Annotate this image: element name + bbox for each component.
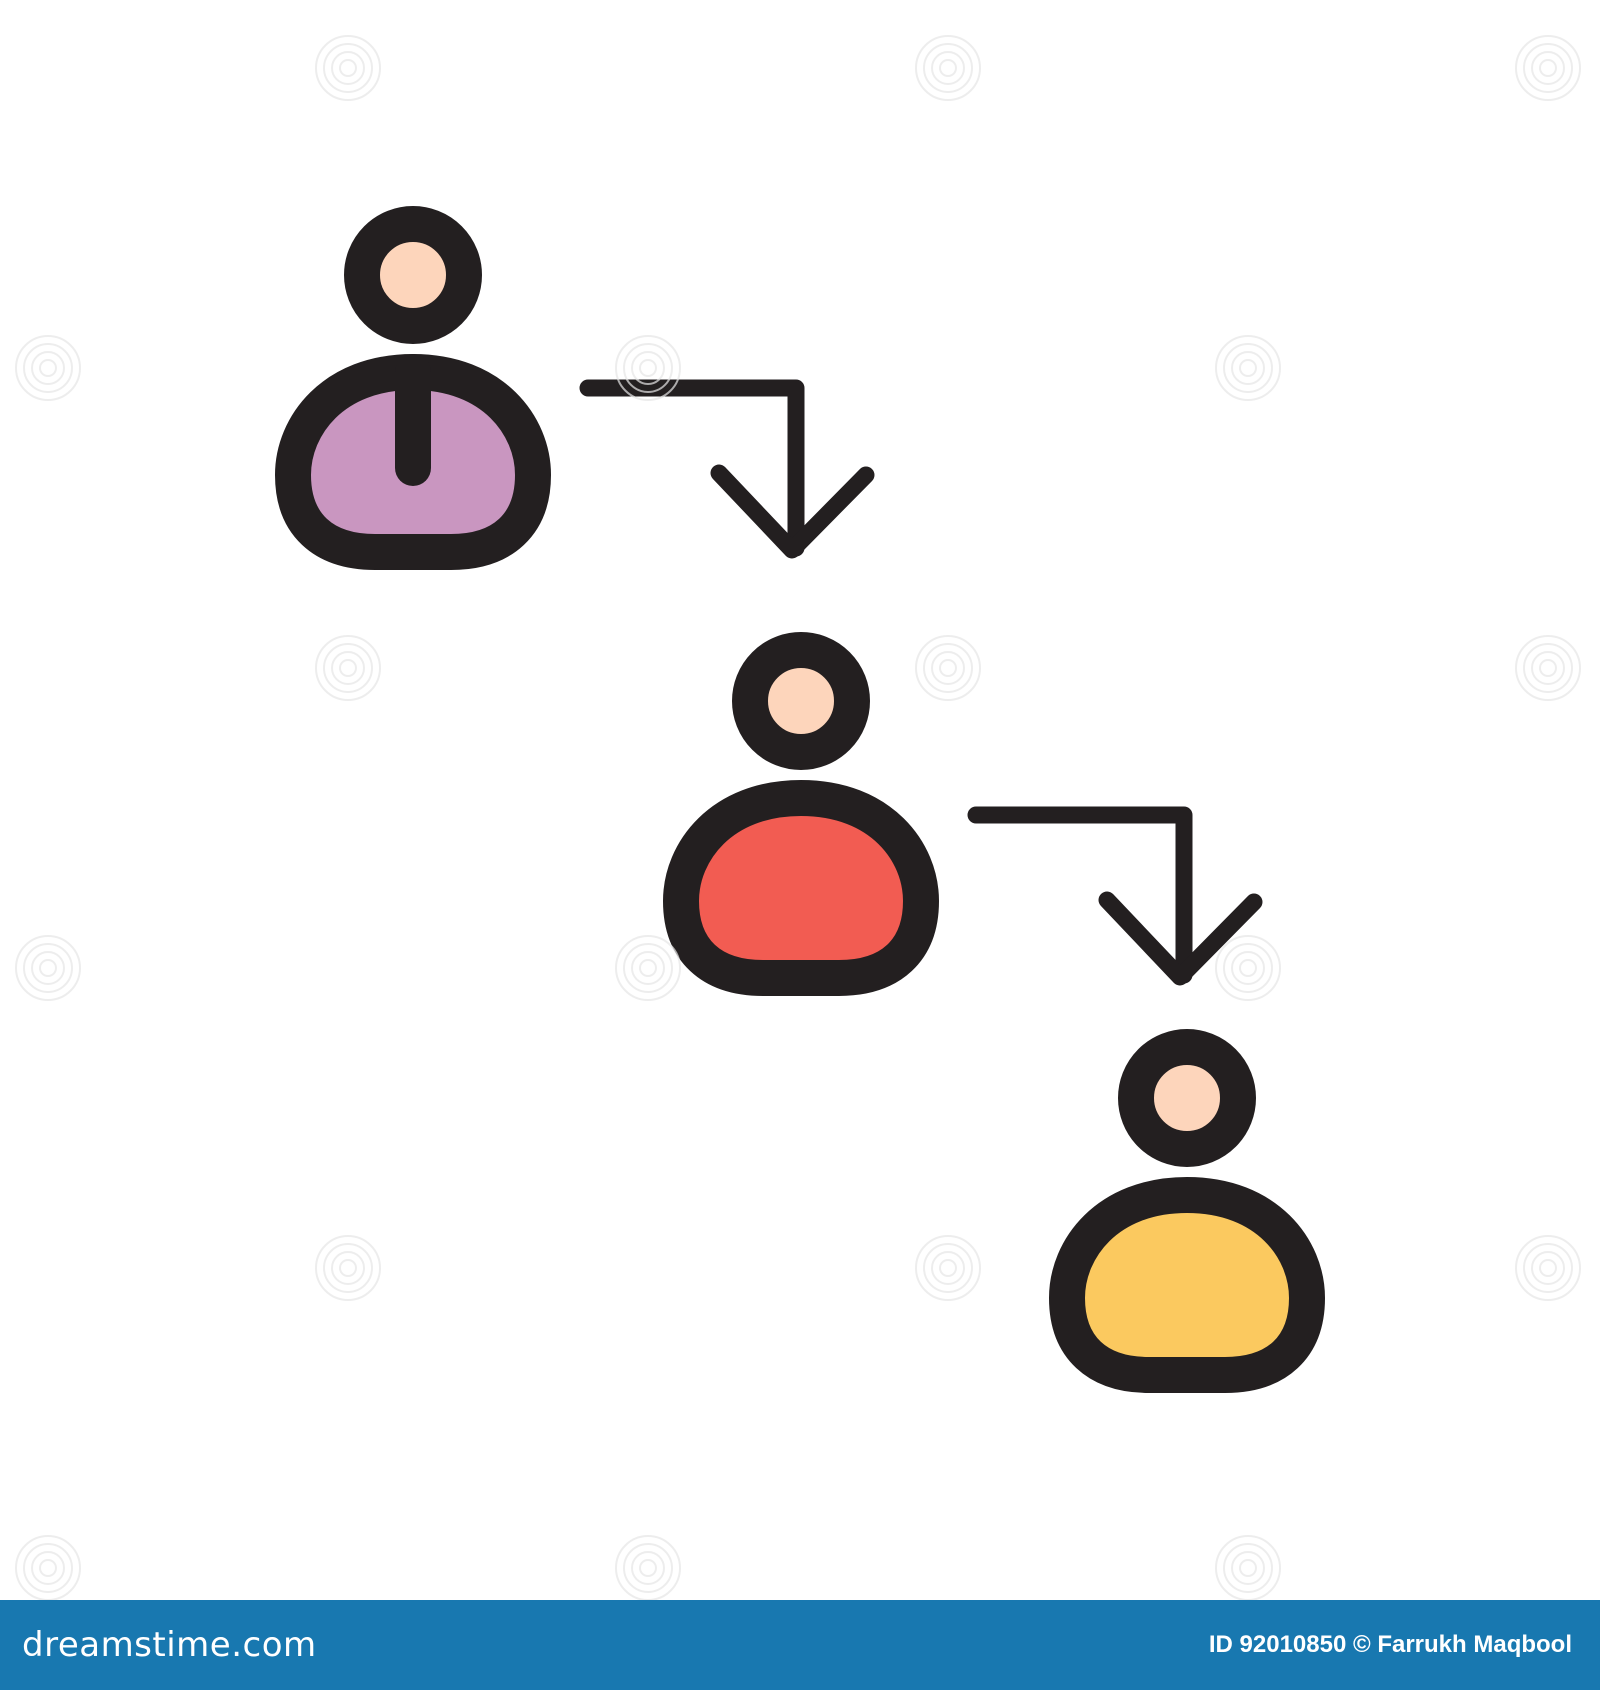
person-bottom-body bbox=[1049, 1177, 1325, 1393]
person-top-head bbox=[344, 206, 482, 344]
person-bottom-head bbox=[1118, 1029, 1256, 1167]
image-credit: ID 92010850 © Farrukh Maqbool bbox=[1208, 1631, 1572, 1658]
turn-down-arrow-icon bbox=[967, 806, 1263, 986]
footer-bar: dreamstime.com ID 92010850 © Farrukh Maq… bbox=[0, 1600, 1600, 1690]
person-middle-body bbox=[663, 780, 939, 996]
user-with-tie-icon bbox=[275, 206, 551, 570]
turn-down-arrow-icon bbox=[579, 379, 875, 559]
user-icon bbox=[663, 632, 939, 996]
brand-logo[interactable]: dreamstime.com bbox=[22, 1625, 317, 1665]
user-icon bbox=[1049, 1029, 1325, 1393]
delegation-diagram bbox=[275, 206, 1325, 1393]
person-middle-head bbox=[732, 632, 870, 770]
